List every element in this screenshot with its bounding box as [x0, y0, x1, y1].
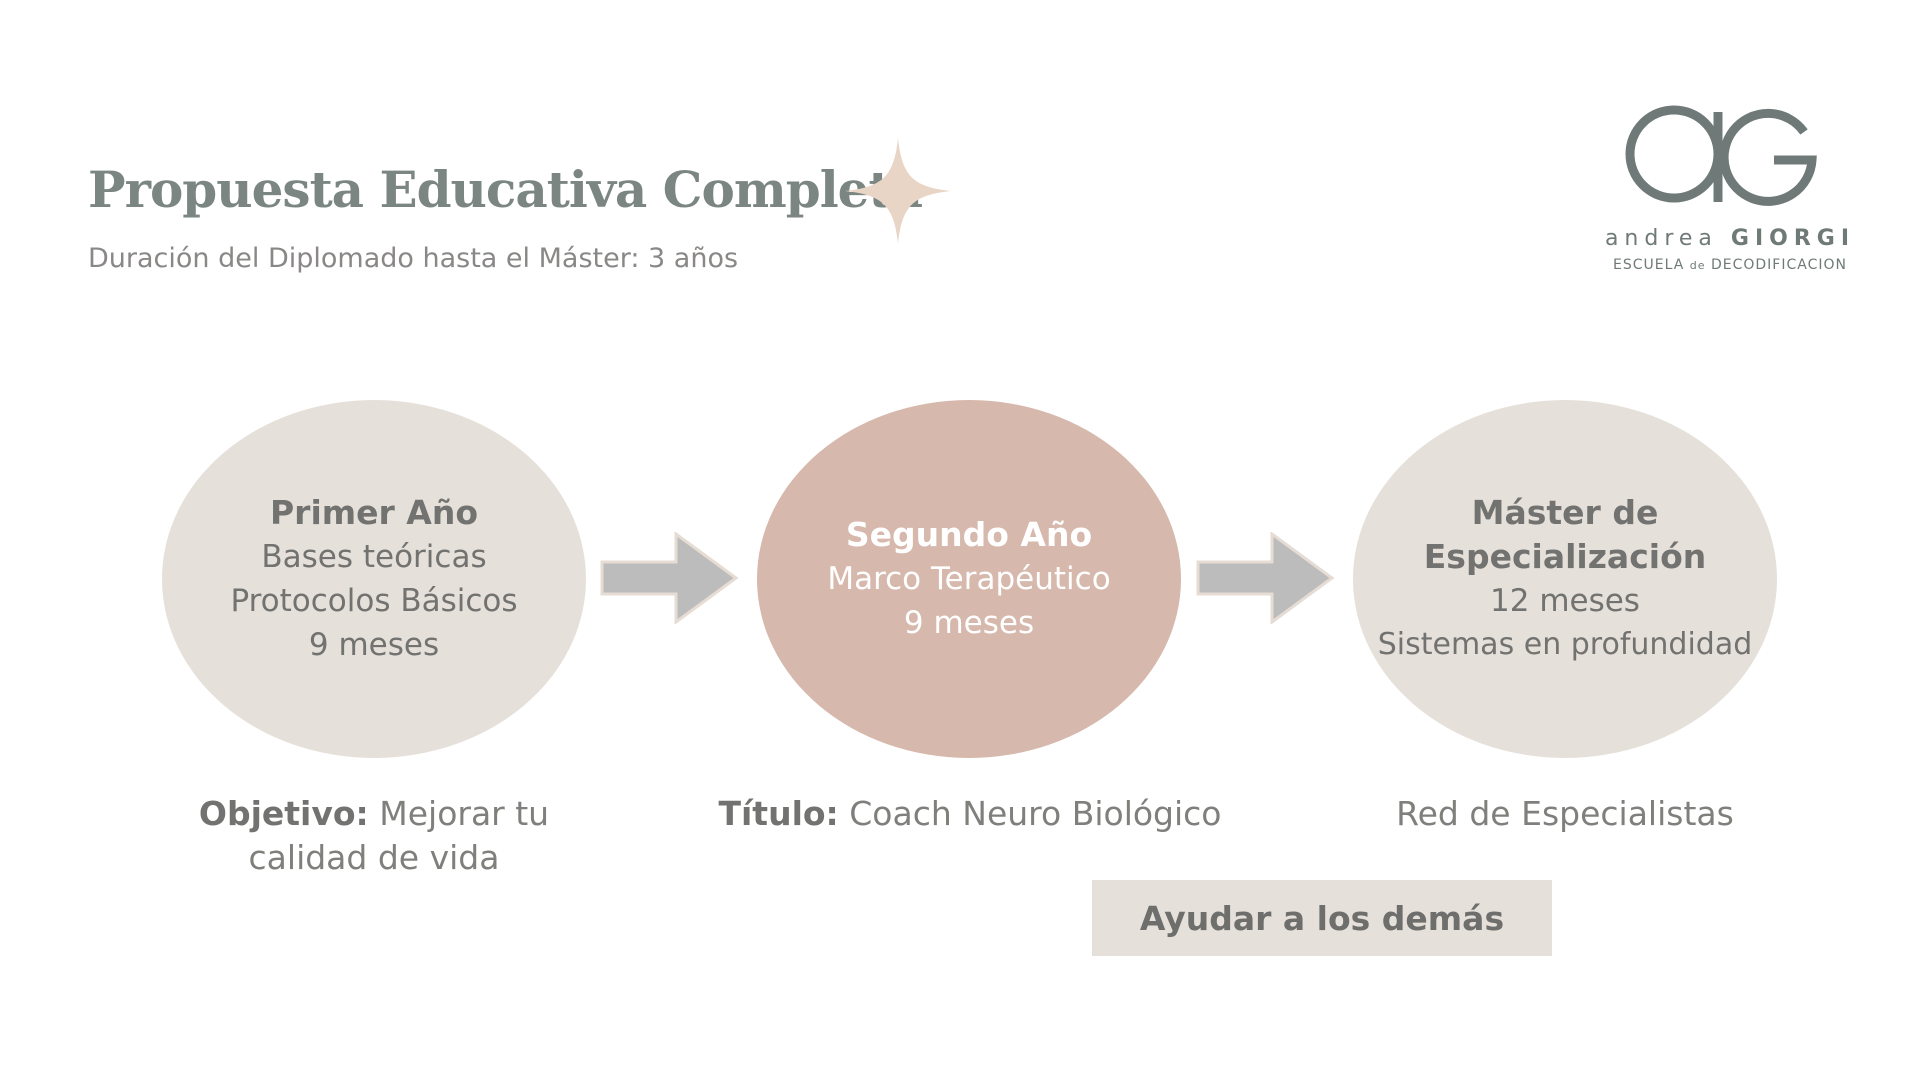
stage-line: 9 meses: [903, 605, 1035, 641]
stage-line: Protocolos Básicos: [230, 583, 518, 619]
stage-primer-ano: Primer Año Bases teóricas Protocolos Bás…: [162, 400, 586, 758]
caption-text: Red de Especialistas: [1396, 794, 1734, 833]
stage-line: Marco Terapéutico: [827, 561, 1111, 597]
ayudar-button-label: Ayudar a los demás: [1139, 898, 1505, 938]
caption-label: Objetivo:: [198, 794, 369, 833]
caption-label: Título:: [718, 794, 839, 833]
stage-master: Máster de Especialización 12 meses Siste…: [1353, 400, 1777, 758]
page-subtitle: Duración del Diplomado hasta el Máster: …: [88, 243, 739, 274]
stage-heading: Especialización: [1423, 537, 1707, 576]
caption-text: Mejorar tu: [379, 794, 550, 833]
ag-monogram-icon: [1625, 105, 1817, 206]
stage-heading: Máster de: [1471, 493, 1659, 532]
sparkle-icon: [845, 138, 951, 244]
caption-red: Red de Especialistas: [1353, 792, 1777, 836]
stage-segundo-ano: Segundo Año Marco Terapéutico 9 meses: [757, 400, 1181, 758]
right-arrow-icon: [1196, 531, 1336, 625]
caption-text: Coach Neuro Biológico: [849, 794, 1222, 833]
stage-line: Bases teóricas: [261, 539, 487, 575]
right-arrow-icon: [600, 531, 740, 625]
brand-logo: andrea GIORGI ESCUELA de DECODIFICACION: [1590, 102, 1870, 282]
stage-line: 9 meses: [308, 627, 440, 663]
stage-line: 12 meses: [1490, 583, 1640, 619]
stage-line: Sistemas en profundidad: [1377, 627, 1753, 662]
stage-heading: Segundo Año: [845, 515, 1093, 554]
page-title: Propuesta Educativa Completa: [88, 160, 923, 219]
caption-text: calidad de vida: [248, 838, 500, 877]
logo-school: ESCUELA de DECODIFICACION: [1613, 257, 1847, 273]
caption-titulo: Título: Coach Neuro Biológico: [700, 792, 1240, 836]
stage-heading: Primer Año: [269, 493, 478, 532]
caption-objetivo: Objetivo: Mejorar tu calidad de vida: [162, 792, 586, 880]
logo-name: andrea GIORGI: [1604, 226, 1856, 251]
ayudar-button[interactable]: Ayudar a los demás: [1092, 880, 1552, 956]
